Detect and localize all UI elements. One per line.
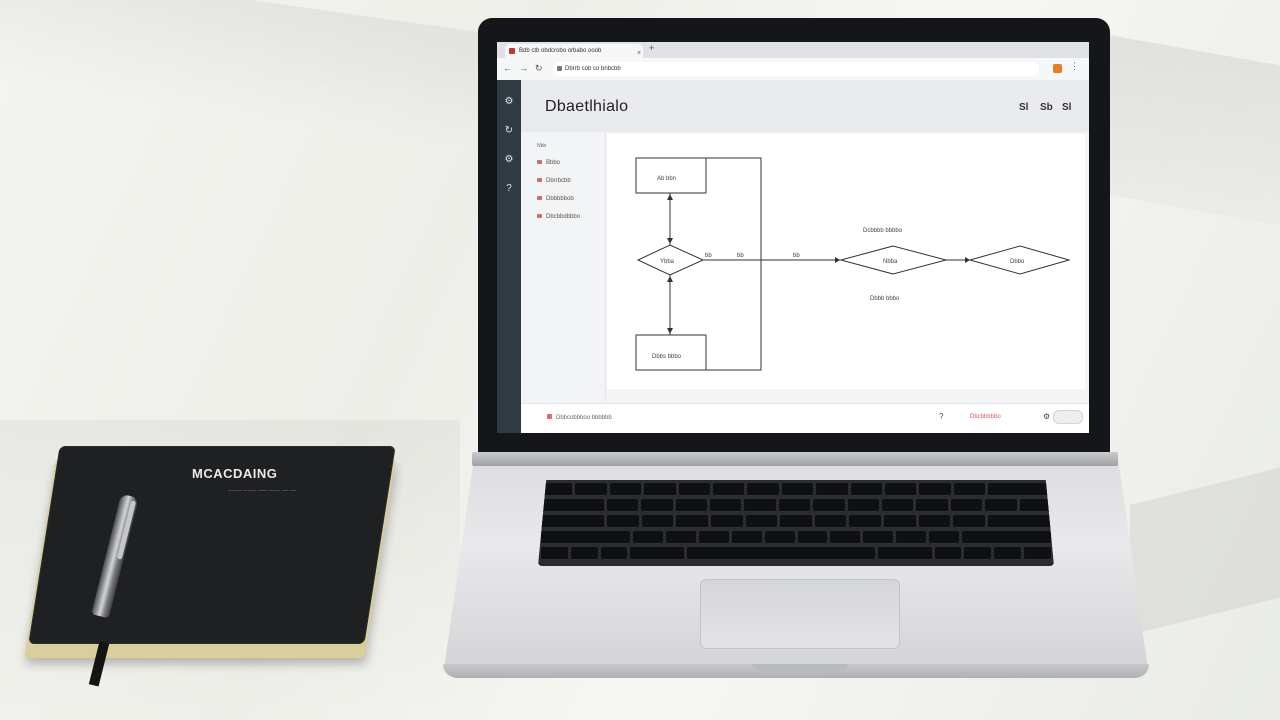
app-header (521, 80, 1089, 132)
laptop-screen: Bdb ctb obdcrobo orbabo ooob × + ← → ↻ D… (497, 42, 1089, 433)
refresh-icon[interactable]: ↻ (504, 125, 514, 136)
close-tab-icon[interactable]: × (637, 50, 642, 57)
lock-icon (557, 66, 562, 71)
help-icon[interactable]: ? (506, 183, 512, 194)
side-panel (521, 132, 606, 402)
lid-notch (752, 664, 848, 670)
header-action-1[interactable]: Sl (1019, 102, 1029, 113)
browser-tab-bar: Bdb ctb obdcrobo orbabo ooob × + (497, 42, 1089, 58)
back-arrow-icon[interactable]: ← (503, 63, 512, 73)
flow-node-bottom (635, 334, 707, 371)
app-rail: ⚙ ↻ ⚙ ? (497, 80, 521, 433)
diagram-annotation: Dbbb bbbo (870, 296, 900, 302)
url-text: Dbrrb cob co bnbcbb (565, 66, 621, 72)
flowchart: Ab bbn Ybba Dbbs bbbo Nbba Dbbo Dcbbbb b… (635, 157, 1071, 371)
notebook-subtitle: -------- -------- ------ ------- ---- --… (228, 488, 297, 494)
footer-toggle[interactable] (1053, 410, 1083, 424)
connector-label: bb (705, 253, 712, 259)
side-item[interactable]: Bbbo (537, 160, 560, 166)
connector-label: bb (793, 253, 800, 259)
info-icon[interactable]: ? (939, 412, 944, 421)
flow-decision-right (968, 245, 1071, 275)
window-shadow (1100, 33, 1280, 247)
node-label: Dbbo (1010, 259, 1025, 265)
browser-tab[interactable]: Bdb ctb obdcrobo orbabo ooob × (505, 44, 643, 58)
diagram-canvas[interactable]: Ab bbn Ybba Dbbs bbbo Nbba Dbbo Dcbbbb b… (607, 134, 1085, 389)
side-panel-heading: Nbb (537, 143, 547, 149)
gear-icon[interactable]: ⚙ (504, 154, 514, 165)
node-label: Nbba (883, 259, 898, 265)
laptop-front-edge (443, 664, 1149, 678)
new-tab-button[interactable]: + (649, 43, 655, 53)
header-action-2[interactable]: Sb (1040, 102, 1053, 113)
side-item[interactable]: Dbrrbcbb (537, 178, 571, 184)
side-item[interactable]: Dbcbbdbbbo (537, 214, 580, 220)
node-label: Ybba (660, 259, 675, 265)
node-label: Ab bbn (657, 176, 676, 182)
footer-status: Dbbcobbboo bbbbbb (547, 414, 612, 421)
notebook-title: MCACDAING (192, 466, 278, 481)
url-bar[interactable]: Dbrrb cob co bnbcbb (553, 62, 1039, 76)
connector-label: bb (737, 253, 744, 259)
header-action-3[interactable]: Sl (1062, 102, 1072, 113)
status-footer (521, 403, 1089, 433)
node-label: Dbbs bbbo (652, 354, 682, 360)
favicon-icon (509, 48, 515, 54)
keyboard (538, 480, 1054, 566)
laptop-hinge (472, 452, 1118, 466)
page-title: Dbaetlhialo (545, 98, 629, 115)
forward-arrow-icon[interactable]: → (519, 63, 528, 73)
settings-icon[interactable]: ⚙ (1043, 412, 1051, 421)
flow-node-top (635, 157, 707, 194)
desk-shadow-right (1130, 455, 1280, 635)
extension-icon[interactable] (1053, 64, 1062, 73)
tab-title: Bdb ctb obdcrobo orbabo ooob (519, 48, 602, 54)
settings-icon[interactable]: ⚙ (504, 96, 514, 107)
browser-toolbar: ← → ↻ Dbrrb cob co bnbcbb ⋮ (497, 58, 1089, 81)
browser-menu-icon[interactable]: ⋮ (1070, 61, 1079, 71)
side-item[interactable]: Dbbbbbob (537, 196, 574, 202)
diagram-annotation: Dcbbbb bbbbo (863, 228, 903, 234)
footer-link[interactable]: Dbcbbbbbo (970, 414, 1001, 420)
reload-icon[interactable]: ↻ (535, 63, 543, 73)
trackpad (700, 579, 900, 649)
